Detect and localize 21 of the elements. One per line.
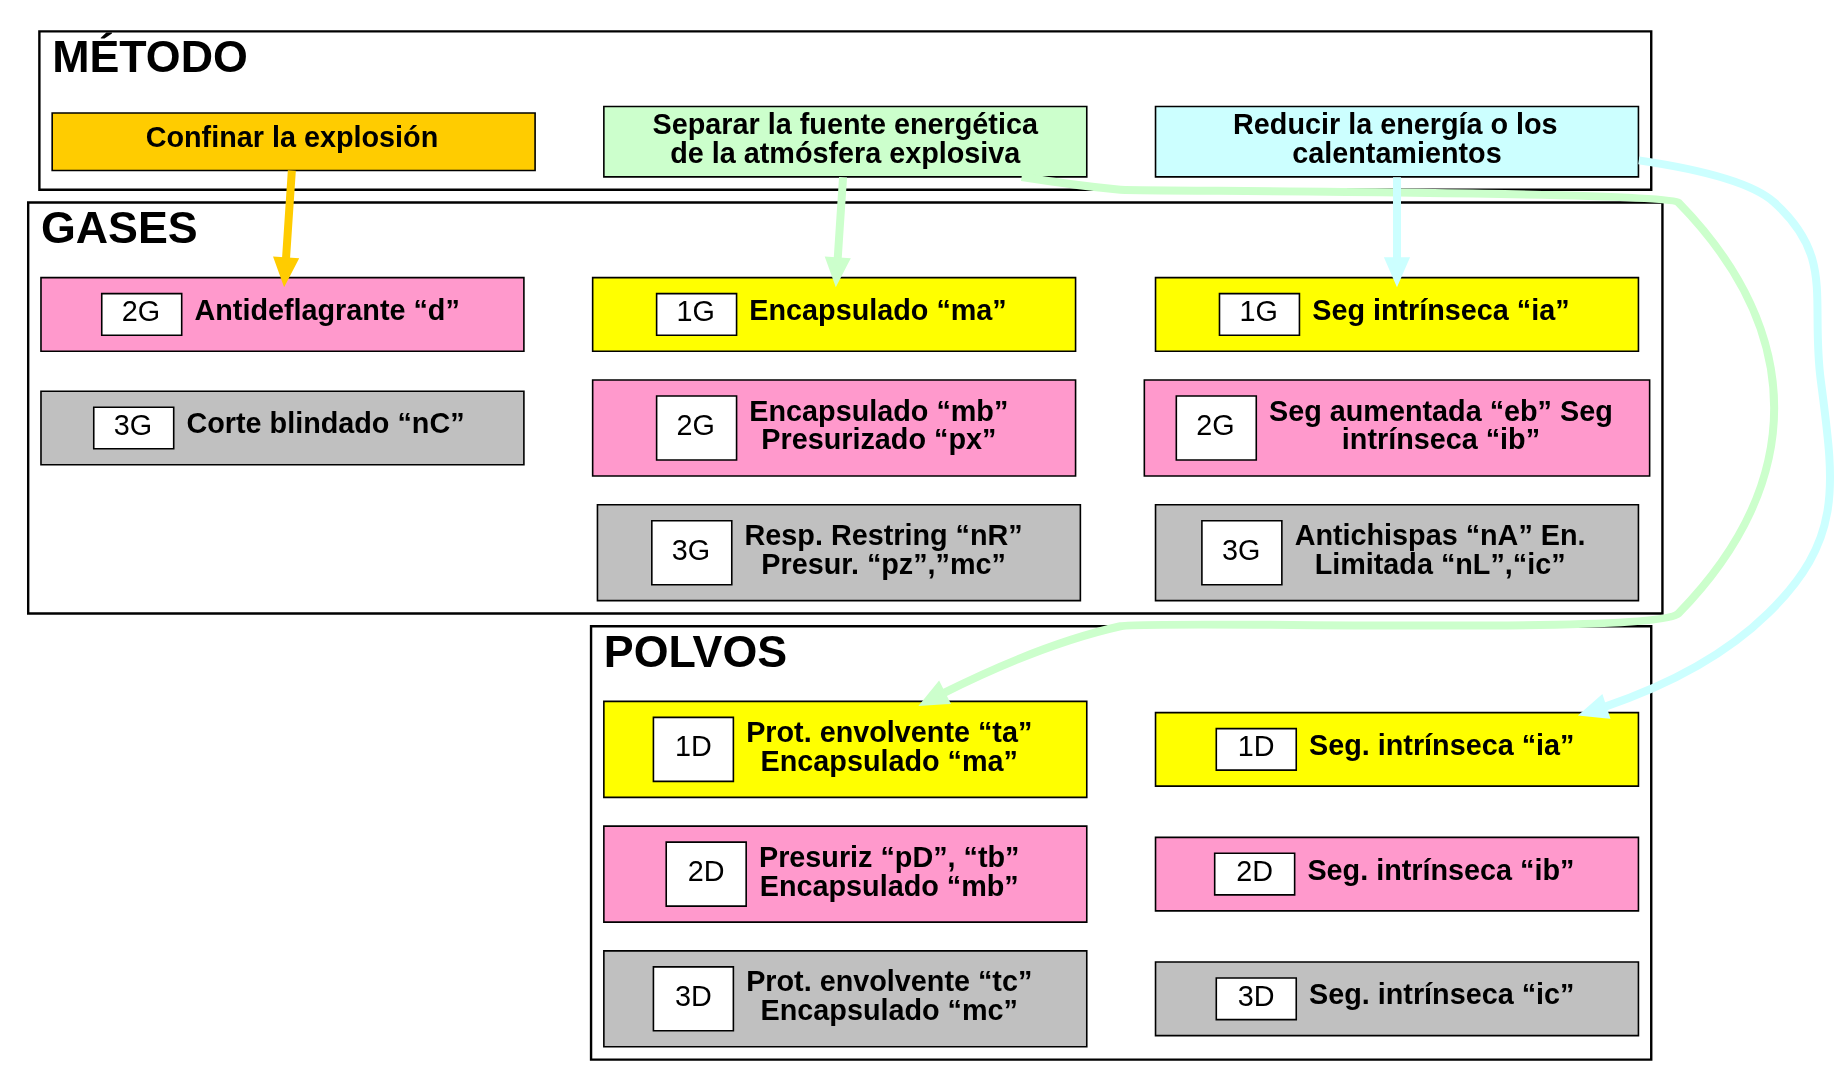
node-box: 3G Antichispas “nA” En. Limitada “nL”,“ic”: [1154, 503, 1639, 602]
arrow: [272, 170, 299, 288]
node-box: 1G Encapsulado “ma”: [591, 276, 1076, 352]
node-box: 1D Seg. intrínseca “ia”: [1154, 711, 1639, 787]
node-box: Separar la fuente energética de la atmósfera explosiva: [602, 105, 1088, 178]
arrow: [824, 176, 851, 288]
node-box: 3G Resp. Restring “nR” Presur. “pz”,”mc”: [596, 503, 1081, 602]
arrow: [1577, 156, 1834, 719]
arrow: [1383, 177, 1410, 288]
node-box: 1G Seg intrínseca “ia”: [1154, 276, 1639, 352]
node-box: 2G Seg aumentada “eb” Seg intrínseca “ib”: [1143, 379, 1650, 477]
node-box: 2D Presuriz “pD”, “tb” Encapsulado “mb”: [602, 825, 1088, 923]
node-box: 3D Seg. intrínseca “ic”: [1154, 961, 1639, 1037]
node-box: Reducir la energía o los calentamientos: [1154, 105, 1639, 178]
node-box: 3G Corte blindado “nC”: [39, 390, 525, 466]
node-box: 2G Encapsulado “mb” Presurizado “px”: [591, 379, 1076, 477]
node-box: 1D Prot. envolvente “ta” Encapsulado “ma”: [602, 700, 1088, 799]
node-box: 2G Antideflagrante “d”: [39, 276, 525, 352]
node-box: Confinar la explosión: [50, 112, 536, 172]
node-box: 3D Prot. envolvente “tc” Encapsulado “mc”: [602, 950, 1088, 1048]
node-box: 2D Seg. intrínseca “ib”: [1154, 836, 1639, 912]
